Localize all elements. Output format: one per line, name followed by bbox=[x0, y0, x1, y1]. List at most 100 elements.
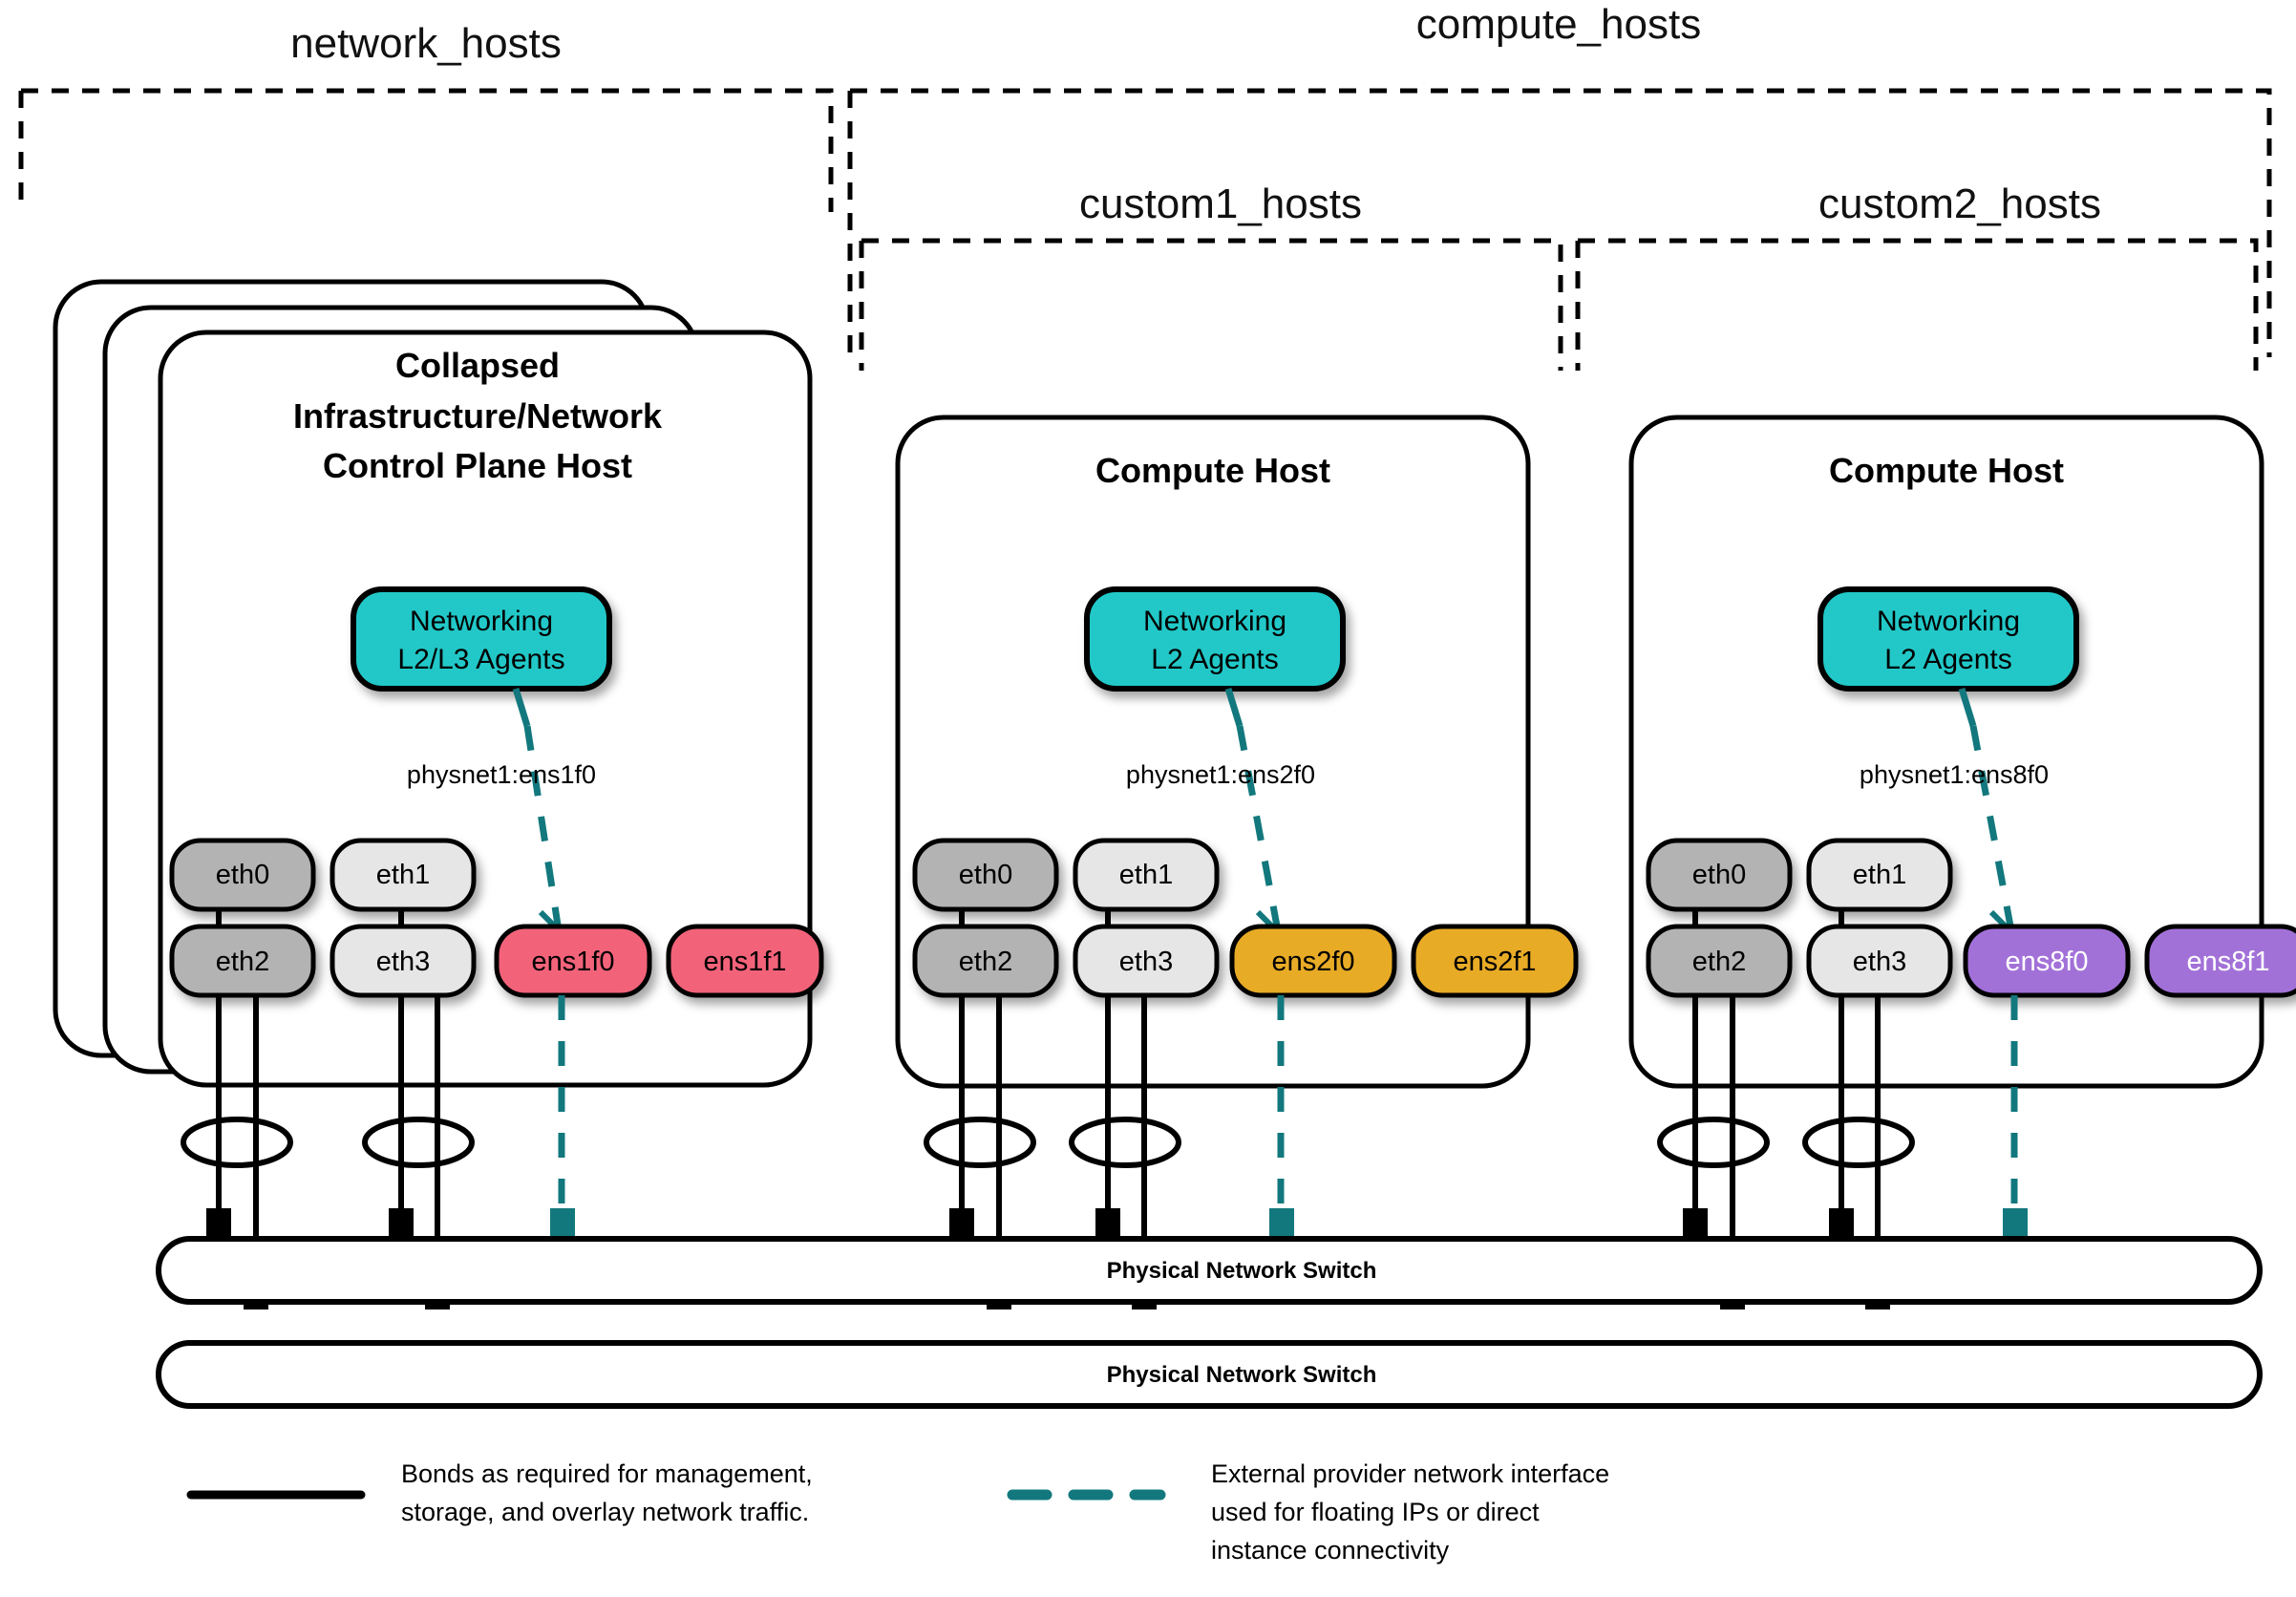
provider-link-compute-2 bbox=[1969, 725, 2015, 932]
host-network-host[interactable]: Collapsed Infrastructure/Network Control… bbox=[53, 279, 824, 1310]
nic-label-ens8f1: ens8f1 bbox=[2186, 947, 2269, 977]
legend-provider: External provider network interface used… bbox=[1007, 1459, 1609, 1565]
nic-pill-eth0[interactable] bbox=[169, 838, 316, 912]
nic-pill-ens2f0[interactable] bbox=[1229, 924, 1397, 998]
group-network-hosts: network_hosts bbox=[18, 20, 834, 212]
bond-ellipse-c1-2 bbox=[1069, 1117, 1181, 1168]
host-title-line-2: Infrastructure/Network bbox=[293, 396, 663, 436]
nic-label-c1-eth3: eth3 bbox=[1119, 947, 1173, 977]
nic-group-network-top bbox=[169, 838, 477, 912]
provider-link-compute-1 bbox=[1236, 725, 1282, 932]
nic-pill-c1-eth1[interactable] bbox=[1073, 838, 1220, 912]
nic-label-c1-eth1: eth1 bbox=[1119, 860, 1173, 890]
agent-label-line-2: L2/L3 Agents bbox=[397, 644, 564, 675]
host-compute-host-1[interactable]: Compute Host Networking L2 Agents physne… bbox=[895, 415, 1579, 1310]
bond-ellipse-1 bbox=[181, 1117, 293, 1168]
switch-top-label: Physical Network Switch bbox=[1107, 1258, 1377, 1284]
agent-node-compute-1[interactable] bbox=[1084, 586, 1346, 692]
legend-bonds-line-2: storage, and overlay network traffic. bbox=[401, 1498, 809, 1526]
nic-label-ens1f0: ens1f0 bbox=[531, 947, 614, 977]
host-card-compute-1 bbox=[895, 415, 1531, 1089]
agent-node-network[interactable] bbox=[351, 586, 612, 692]
network-hosts-boundary bbox=[18, 88, 834, 212]
custom2-hosts-label: custom2_hosts bbox=[1818, 181, 2101, 227]
nic-pill-ens1f0[interactable] bbox=[494, 924, 652, 998]
switch-bottom-label: Physical Network Switch bbox=[1107, 1362, 1377, 1388]
compute-hosts-label: compute_hosts bbox=[1416, 1, 1701, 48]
nic-pill-c1-eth2[interactable] bbox=[912, 924, 1059, 998]
switch-bottom[interactable]: Physical Network Switch bbox=[156, 1340, 2263, 1409]
provider-link-seg-3 bbox=[1958, 687, 1977, 728]
switch-bottom-body bbox=[156, 1340, 2263, 1409]
network-hosts-label: network_hosts bbox=[290, 20, 562, 67]
agent-label-c1-line-2: L2 Agents bbox=[1151, 644, 1278, 675]
custom2-hosts-boundary bbox=[1575, 238, 2259, 371]
provider-terminator-compute-1 bbox=[1269, 1208, 1294, 1241]
terminator-c1-eth0-top bbox=[949, 1208, 974, 1241]
nic-group-network-bottom bbox=[169, 924, 824, 998]
nic-pill-eth1[interactable] bbox=[330, 838, 477, 912]
provider-terminator-compute-2 bbox=[2003, 1208, 2028, 1241]
group-custom2-hosts: custom2_hosts bbox=[1575, 181, 2259, 371]
nic-pill-c1-eth0[interactable] bbox=[912, 838, 1059, 912]
nic-label-ens2f1: ens2f1 bbox=[1453, 947, 1536, 977]
nic-label-eth0: eth0 bbox=[216, 860, 269, 890]
nic-pill-eth3[interactable] bbox=[330, 924, 477, 998]
nic-group-c2-bottom bbox=[1646, 924, 2296, 998]
legend-bonds-line-1: Bonds as required for management, bbox=[401, 1459, 813, 1488]
legend-provider-line-2: used for floating IPs or direct bbox=[1211, 1498, 1540, 1526]
custom1-hosts-boundary bbox=[859, 238, 1563, 371]
nic-pill-ens1f1[interactable] bbox=[666, 924, 824, 998]
agent-pill-shape bbox=[351, 586, 612, 692]
nic-label-c2-eth2: eth2 bbox=[1692, 947, 1746, 977]
switch-top[interactable]: Physical Network Switch bbox=[156, 1236, 2263, 1305]
agent-label-c2-line-2: L2 Agents bbox=[1884, 644, 2011, 675]
terminator-eth1-top bbox=[389, 1208, 414, 1241]
host-title-line-3: Control Plane Host bbox=[323, 446, 632, 485]
nic-label-eth1: eth1 bbox=[376, 860, 430, 890]
group-compute-hosts: compute_hosts bbox=[847, 1, 2272, 357]
nic-pill-ens2f1[interactable] bbox=[1411, 924, 1579, 998]
host-title-compute-1: Compute Host bbox=[1095, 451, 1330, 490]
host-title-line-1: Collapsed bbox=[395, 346, 560, 385]
provider-link-seg-2 bbox=[1224, 687, 1244, 728]
nic-group-c1-bottom bbox=[912, 924, 1579, 998]
physnet-label-compute-1: physnet1:ens2f0 bbox=[1126, 760, 1315, 789]
switch-top-body bbox=[156, 1236, 2263, 1305]
nic-label-eth2: eth2 bbox=[216, 947, 269, 977]
bond-ellipse-c1-1 bbox=[924, 1117, 1036, 1168]
legend-provider-line-3: instance connectivity bbox=[1211, 1536, 1450, 1565]
agent-node-compute-2[interactable] bbox=[1818, 586, 2079, 692]
nic-pill-c2-eth3[interactable] bbox=[1806, 924, 1953, 998]
nic-pill-ens8f0[interactable] bbox=[1963, 924, 2131, 998]
nic-pill-eth2[interactable] bbox=[169, 924, 316, 998]
nic-label-c2-eth1: eth1 bbox=[1853, 860, 1906, 890]
nic-label-c2-eth0: eth0 bbox=[1692, 860, 1746, 890]
nic-label-ens2f0: ens2f0 bbox=[1271, 947, 1354, 977]
bond-ellipse-2 bbox=[362, 1117, 475, 1168]
nic-pill-c1-eth3[interactable] bbox=[1073, 924, 1220, 998]
nic-pill-c2-eth0[interactable] bbox=[1646, 838, 1793, 912]
nic-label-c1-eth2: eth2 bbox=[959, 947, 1012, 977]
nic-pill-c2-eth1[interactable] bbox=[1806, 838, 1953, 912]
nic-pill-ens8f1[interactable] bbox=[2144, 924, 2296, 998]
compute-hosts-boundary bbox=[847, 88, 2272, 357]
nic-label-c2-eth3: eth3 bbox=[1853, 947, 1906, 977]
provider-link-network bbox=[523, 725, 563, 932]
nic-pill-c2-eth2[interactable] bbox=[1646, 924, 1793, 998]
agent-label-c2-line-1: Networking bbox=[1877, 606, 2020, 637]
host-card-compute-2 bbox=[1628, 415, 2264, 1089]
group-custom1-hosts: custom1_hosts bbox=[859, 181, 1563, 371]
terminator-c2-eth0-top bbox=[1683, 1208, 1708, 1241]
host-title-compute-2: Compute Host bbox=[1829, 451, 2064, 490]
physnet-label-compute-2: physnet1:ens8f0 bbox=[1860, 760, 2049, 789]
terminator-c2-eth1-top bbox=[1829, 1208, 1854, 1241]
nic-label-c1-eth0: eth0 bbox=[959, 860, 1012, 890]
terminator-c1-eth1-top bbox=[1095, 1208, 1120, 1241]
agent-label-c1-line-1: Networking bbox=[1143, 606, 1286, 637]
custom1-hosts-label: custom1_hosts bbox=[1079, 181, 1362, 227]
provider-terminator-network bbox=[550, 1208, 575, 1241]
host-card-front bbox=[158, 330, 813, 1088]
host-compute-host-2[interactable]: Compute Host Networking L2 Agents physne… bbox=[1628, 415, 2296, 1310]
